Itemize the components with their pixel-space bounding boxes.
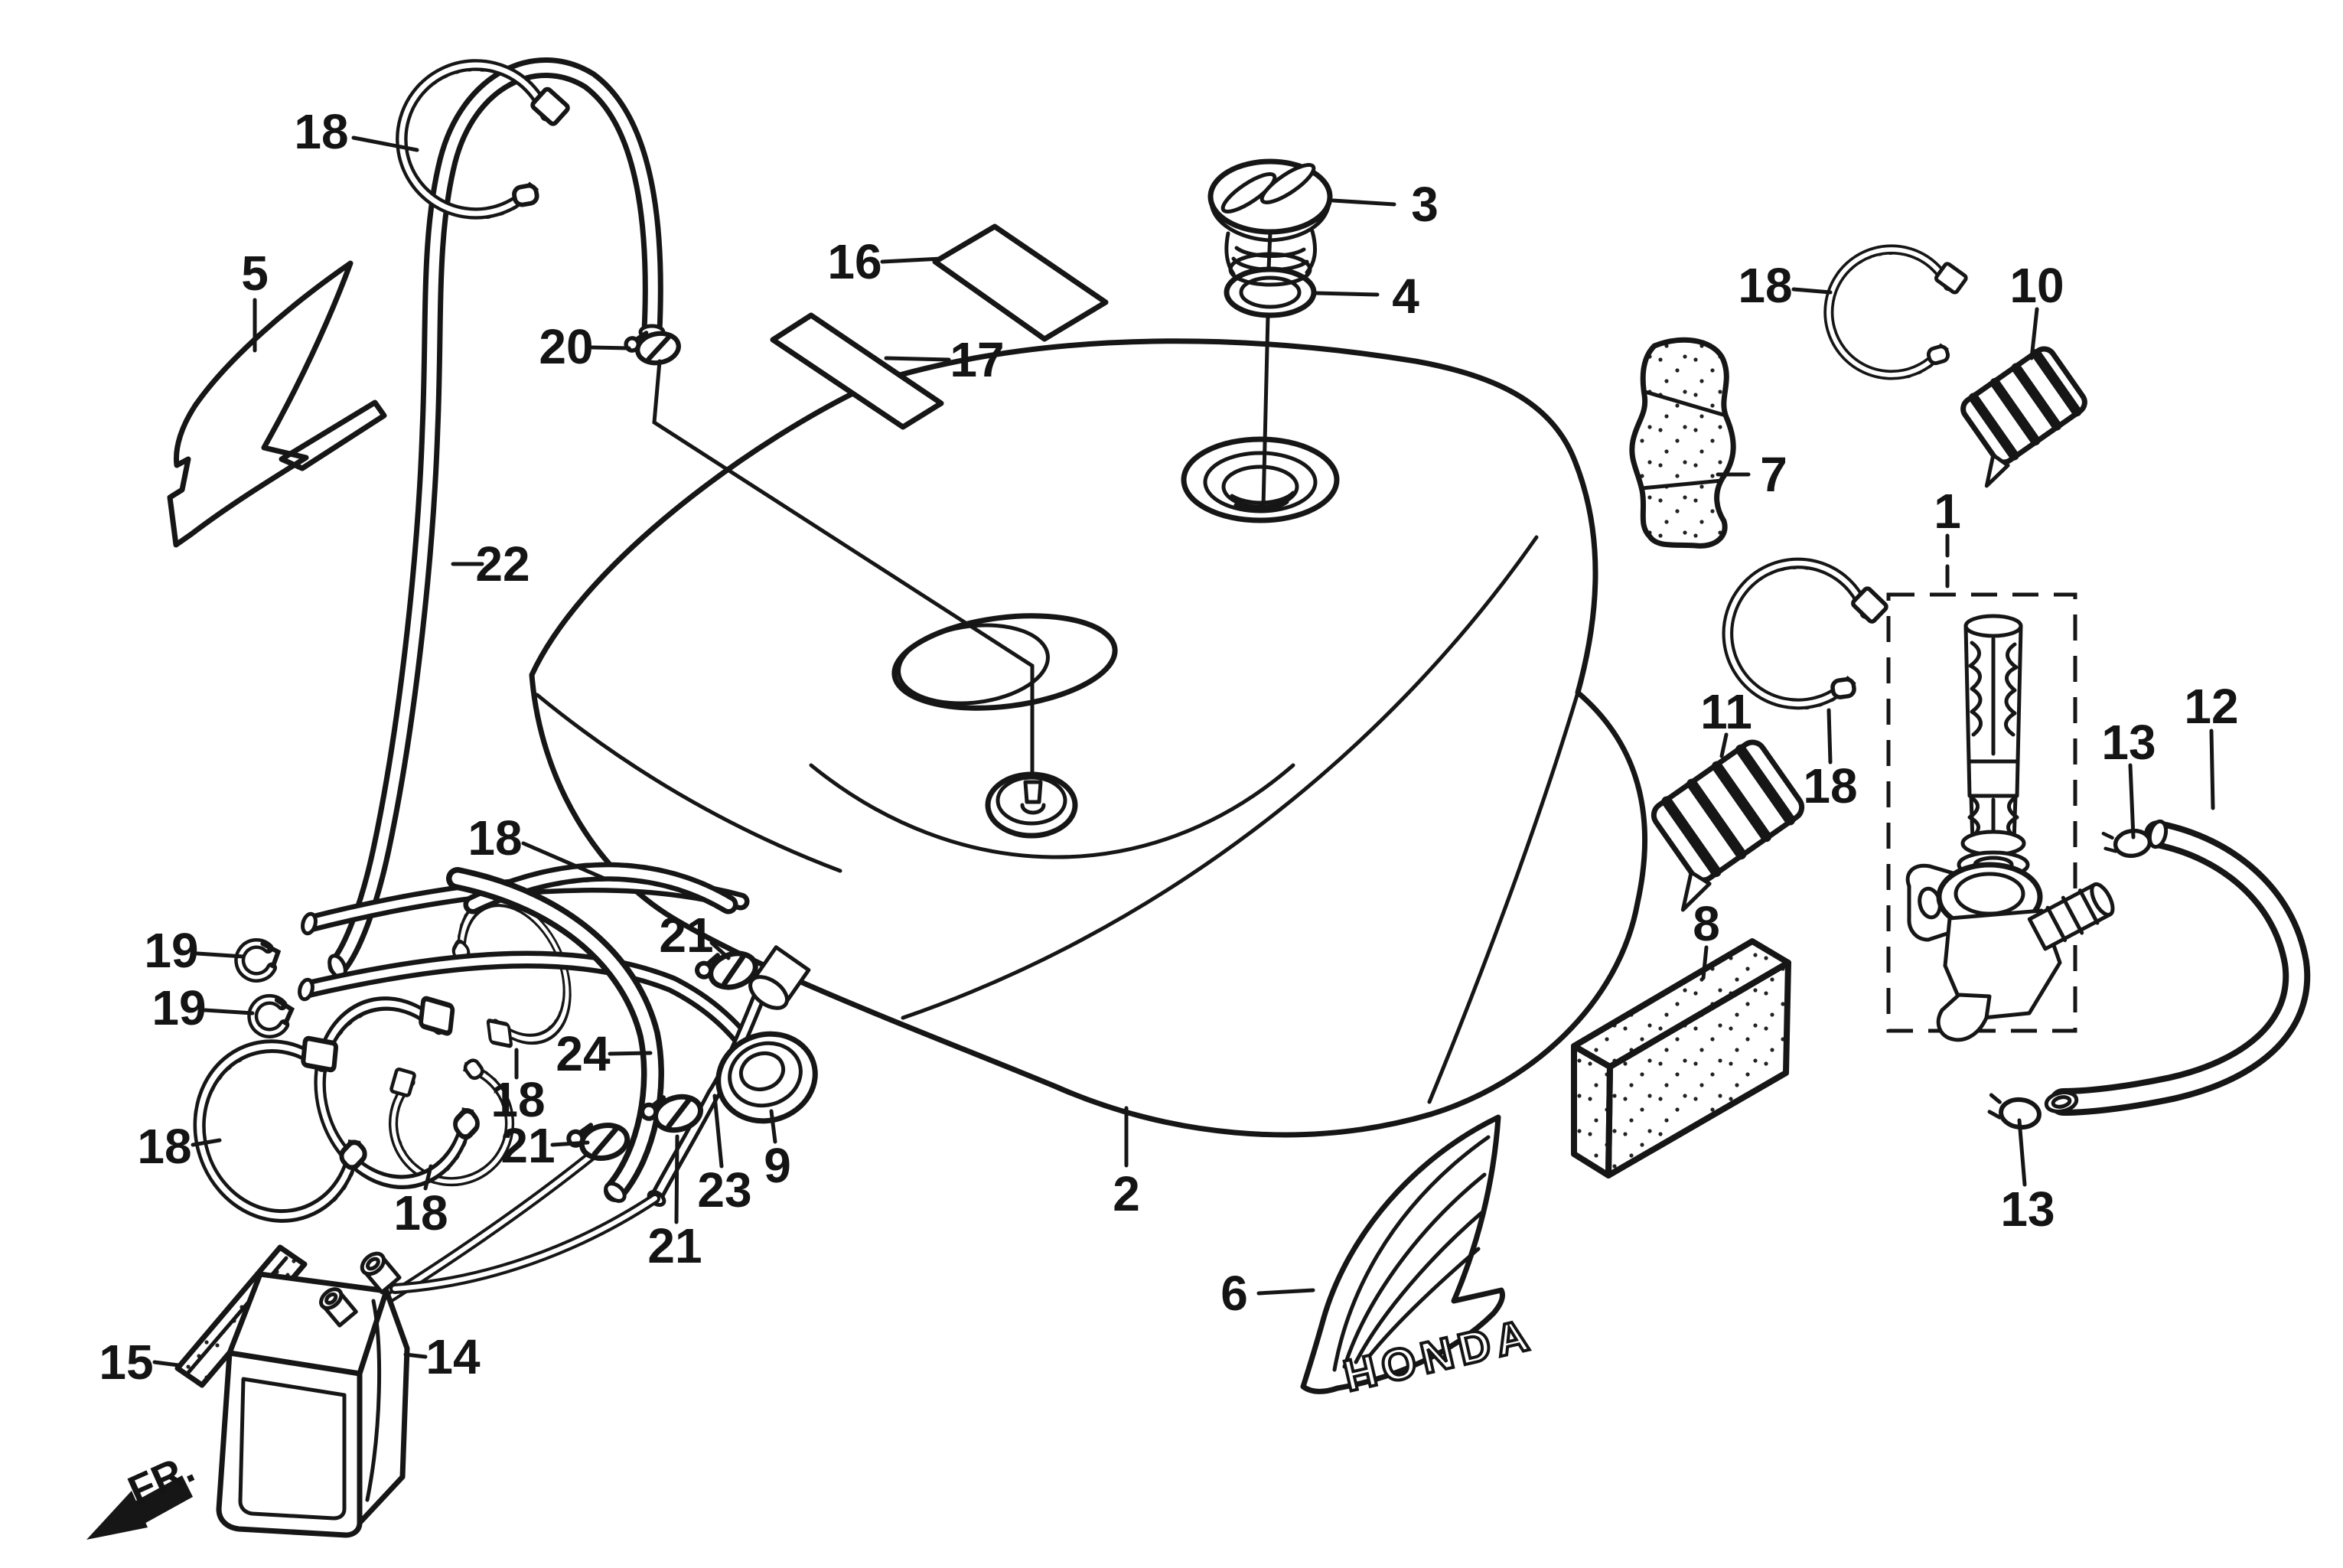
part-label-18-23: 18 xyxy=(490,1072,545,1127)
rubber-pad-11 xyxy=(1651,739,1805,912)
dashed-box-1 xyxy=(1886,592,2077,1033)
part-label-4-3: 4 xyxy=(1392,269,1419,324)
decal-16 xyxy=(932,223,1109,342)
wing-decal-5 xyxy=(167,260,387,548)
leader-lines xyxy=(152,135,2215,1368)
foam-block-8 xyxy=(1571,938,1791,1178)
part-label-24-33: 24 xyxy=(556,1026,611,1081)
part-label-9-8: 9 xyxy=(764,1138,791,1193)
part-label-22-31: 22 xyxy=(475,536,530,592)
part-label-7-6: 7 xyxy=(1760,447,1787,502)
honda-wing-emblem: HONDA xyxy=(1300,1114,1540,1403)
cap-slot-left xyxy=(1220,172,1277,214)
lock-ring-18-cluster-left xyxy=(178,1024,383,1237)
tank-front-edge xyxy=(535,693,842,873)
cap-gasket xyxy=(1224,266,1317,318)
honda-brand-text: HONDA xyxy=(1339,1309,1539,1401)
part-label-3-2: 3 xyxy=(1411,177,1439,232)
part-label-21-29: 21 xyxy=(500,1118,555,1173)
grommet-9 xyxy=(715,945,818,1124)
fuel-strainer xyxy=(1957,614,2030,879)
rubber-pad-10 xyxy=(1960,346,2087,488)
part-label-11-10: 11 xyxy=(1700,684,1752,739)
part-label-6-5: 6 xyxy=(1220,1266,1248,1321)
clamp-13-upper xyxy=(2103,827,2152,859)
part-label-13-12: 13 xyxy=(2101,715,2156,770)
rubber-mount-7 xyxy=(1629,337,1736,549)
part-label-18-18: 18 xyxy=(294,104,348,159)
lock-ring-18-top-right xyxy=(1819,240,1970,386)
clip-19-upper xyxy=(237,940,282,980)
tank-crease-line-a xyxy=(901,535,1539,1020)
fuel-cock-assembly xyxy=(1886,592,2115,1042)
part-label-18-22: 18 xyxy=(137,1119,191,1174)
cap-slot-right xyxy=(1259,163,1316,204)
part-label-16-16: 16 xyxy=(827,234,881,289)
part-label-10-9: 10 xyxy=(2009,258,2064,313)
part-label-20-27: 20 xyxy=(539,319,593,374)
part-label-15-15: 15 xyxy=(99,1335,153,1390)
tank-crease-line-b xyxy=(1427,690,1580,1104)
part-label-19-25: 19 xyxy=(144,923,198,978)
part-label-5-4: 5 xyxy=(241,246,269,301)
part-label-18-21: 18 xyxy=(468,810,522,865)
hose-12 xyxy=(2044,819,2296,1114)
part-label-12-11: 12 xyxy=(2184,679,2238,734)
part-label-1-0: 1 xyxy=(1934,484,1961,539)
part-label-23-32: 23 xyxy=(697,1162,751,1218)
part-label-18-24: 18 xyxy=(393,1185,448,1240)
cap-centerline-lower xyxy=(1261,313,1270,509)
clip-19-lower xyxy=(251,997,294,1035)
fr-direction-arrow: FR. xyxy=(86,1445,201,1540)
fuel-tank xyxy=(529,338,1648,1138)
part-label-21-28: 21 xyxy=(659,908,713,963)
part-label-8-7: 8 xyxy=(1693,896,1720,951)
clamp-13-lower xyxy=(1988,1095,2041,1130)
part-label-19-26: 19 xyxy=(152,980,206,1035)
canister-14 xyxy=(216,1251,410,1538)
cap-centerline-upper xyxy=(1266,230,1273,272)
part-label-2-1: 2 xyxy=(1113,1166,1140,1221)
part-label-17-17: 17 xyxy=(950,332,1004,387)
tank-tunnel-curve xyxy=(809,763,1295,859)
part-label-21-30: 21 xyxy=(647,1218,702,1273)
fuel-cock-body xyxy=(1905,862,2115,1042)
clamp-20 xyxy=(624,328,681,367)
tank-recess-outer xyxy=(891,613,1118,711)
part-label-18-19: 18 xyxy=(1738,258,1792,313)
tank-center-cap xyxy=(985,771,1078,839)
decal-17 xyxy=(770,312,944,430)
filler-neck xyxy=(1181,436,1340,523)
part-label-14-14: 14 xyxy=(425,1329,481,1384)
part-label-13-13: 13 xyxy=(2000,1182,2055,1237)
part-label-18-20: 18 xyxy=(1803,758,1857,813)
fuel-tank-outline xyxy=(529,338,1648,1138)
